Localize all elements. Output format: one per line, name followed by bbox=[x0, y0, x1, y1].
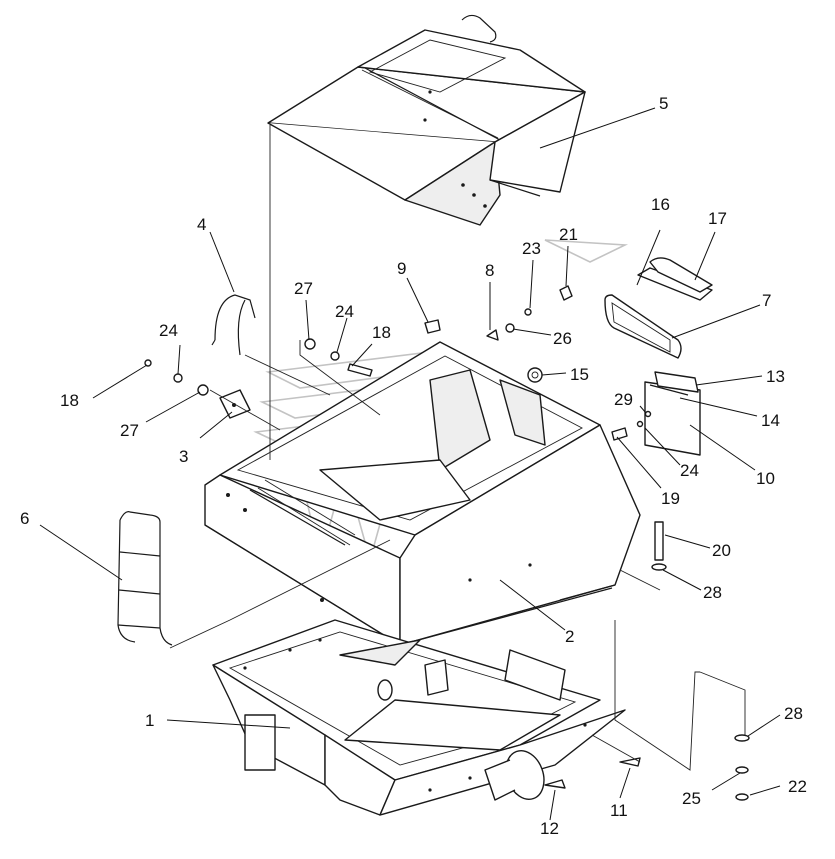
part-1-base-frame bbox=[212, 619, 626, 816]
callout-24-right: 24 bbox=[680, 461, 699, 480]
callout-29: 29 bbox=[614, 390, 633, 409]
part-2-hopper-body bbox=[204, 341, 641, 646]
callout-28-lower: 28 bbox=[784, 704, 803, 723]
callout-25: 25 bbox=[682, 789, 701, 808]
callout-14: 14 bbox=[761, 411, 780, 430]
callout-1: 1 bbox=[145, 711, 154, 730]
part-5-hopper-lid bbox=[267, 14, 586, 226]
callout-6: 6 bbox=[20, 509, 29, 528]
callout-28-upper: 28 bbox=[703, 583, 722, 602]
callout-10: 10 bbox=[756, 469, 775, 488]
callout-24-left: 24 bbox=[159, 321, 178, 340]
callout-13: 13 bbox=[766, 367, 785, 386]
part-10-flap bbox=[644, 381, 701, 456]
callout-21: 21 bbox=[559, 225, 578, 244]
callout-7: 7 bbox=[762, 291, 771, 310]
assembly-lines bbox=[169, 125, 746, 771]
callout-17: 17 bbox=[708, 209, 727, 228]
callout-22: 22 bbox=[788, 777, 807, 796]
callout-3: 3 bbox=[179, 447, 188, 466]
part-6-ladder bbox=[117, 511, 173, 646]
callout-23: 23 bbox=[522, 239, 541, 258]
callout-18-center: 18 bbox=[372, 323, 391, 342]
callout-19: 19 bbox=[661, 489, 680, 508]
part-4-handle bbox=[211, 294, 256, 356]
callout-4: 4 bbox=[197, 215, 206, 234]
hardware-bolts bbox=[144, 285, 750, 801]
callout-5: 5 bbox=[659, 94, 668, 113]
part-16-17-panels bbox=[637, 257, 713, 301]
callout-15: 15 bbox=[570, 365, 589, 384]
part-13-14-bar bbox=[649, 371, 699, 396]
callout-11: 11 bbox=[610, 801, 628, 820]
callout-24-center: 24 bbox=[335, 302, 354, 321]
callout-2: 2 bbox=[565, 627, 574, 646]
callout-labels: 1 2 3 4 5 6 7 8 9 10 11 12 13 14 15 16 1… bbox=[20, 94, 807, 838]
callout-27-left: 27 bbox=[120, 421, 139, 440]
callout-9: 9 bbox=[397, 259, 406, 278]
callout-27-center: 27 bbox=[294, 279, 313, 298]
part-7-panel bbox=[604, 294, 682, 359]
part-15-gear bbox=[527, 367, 543, 383]
leader-lines bbox=[39, 107, 781, 821]
callout-16: 16 bbox=[651, 195, 670, 214]
callout-18-left: 18 bbox=[60, 391, 79, 410]
callout-8: 8 bbox=[485, 261, 494, 280]
callout-26: 26 bbox=[553, 329, 572, 348]
callout-12: 12 bbox=[540, 819, 559, 838]
callout-20: 20 bbox=[712, 541, 731, 560]
